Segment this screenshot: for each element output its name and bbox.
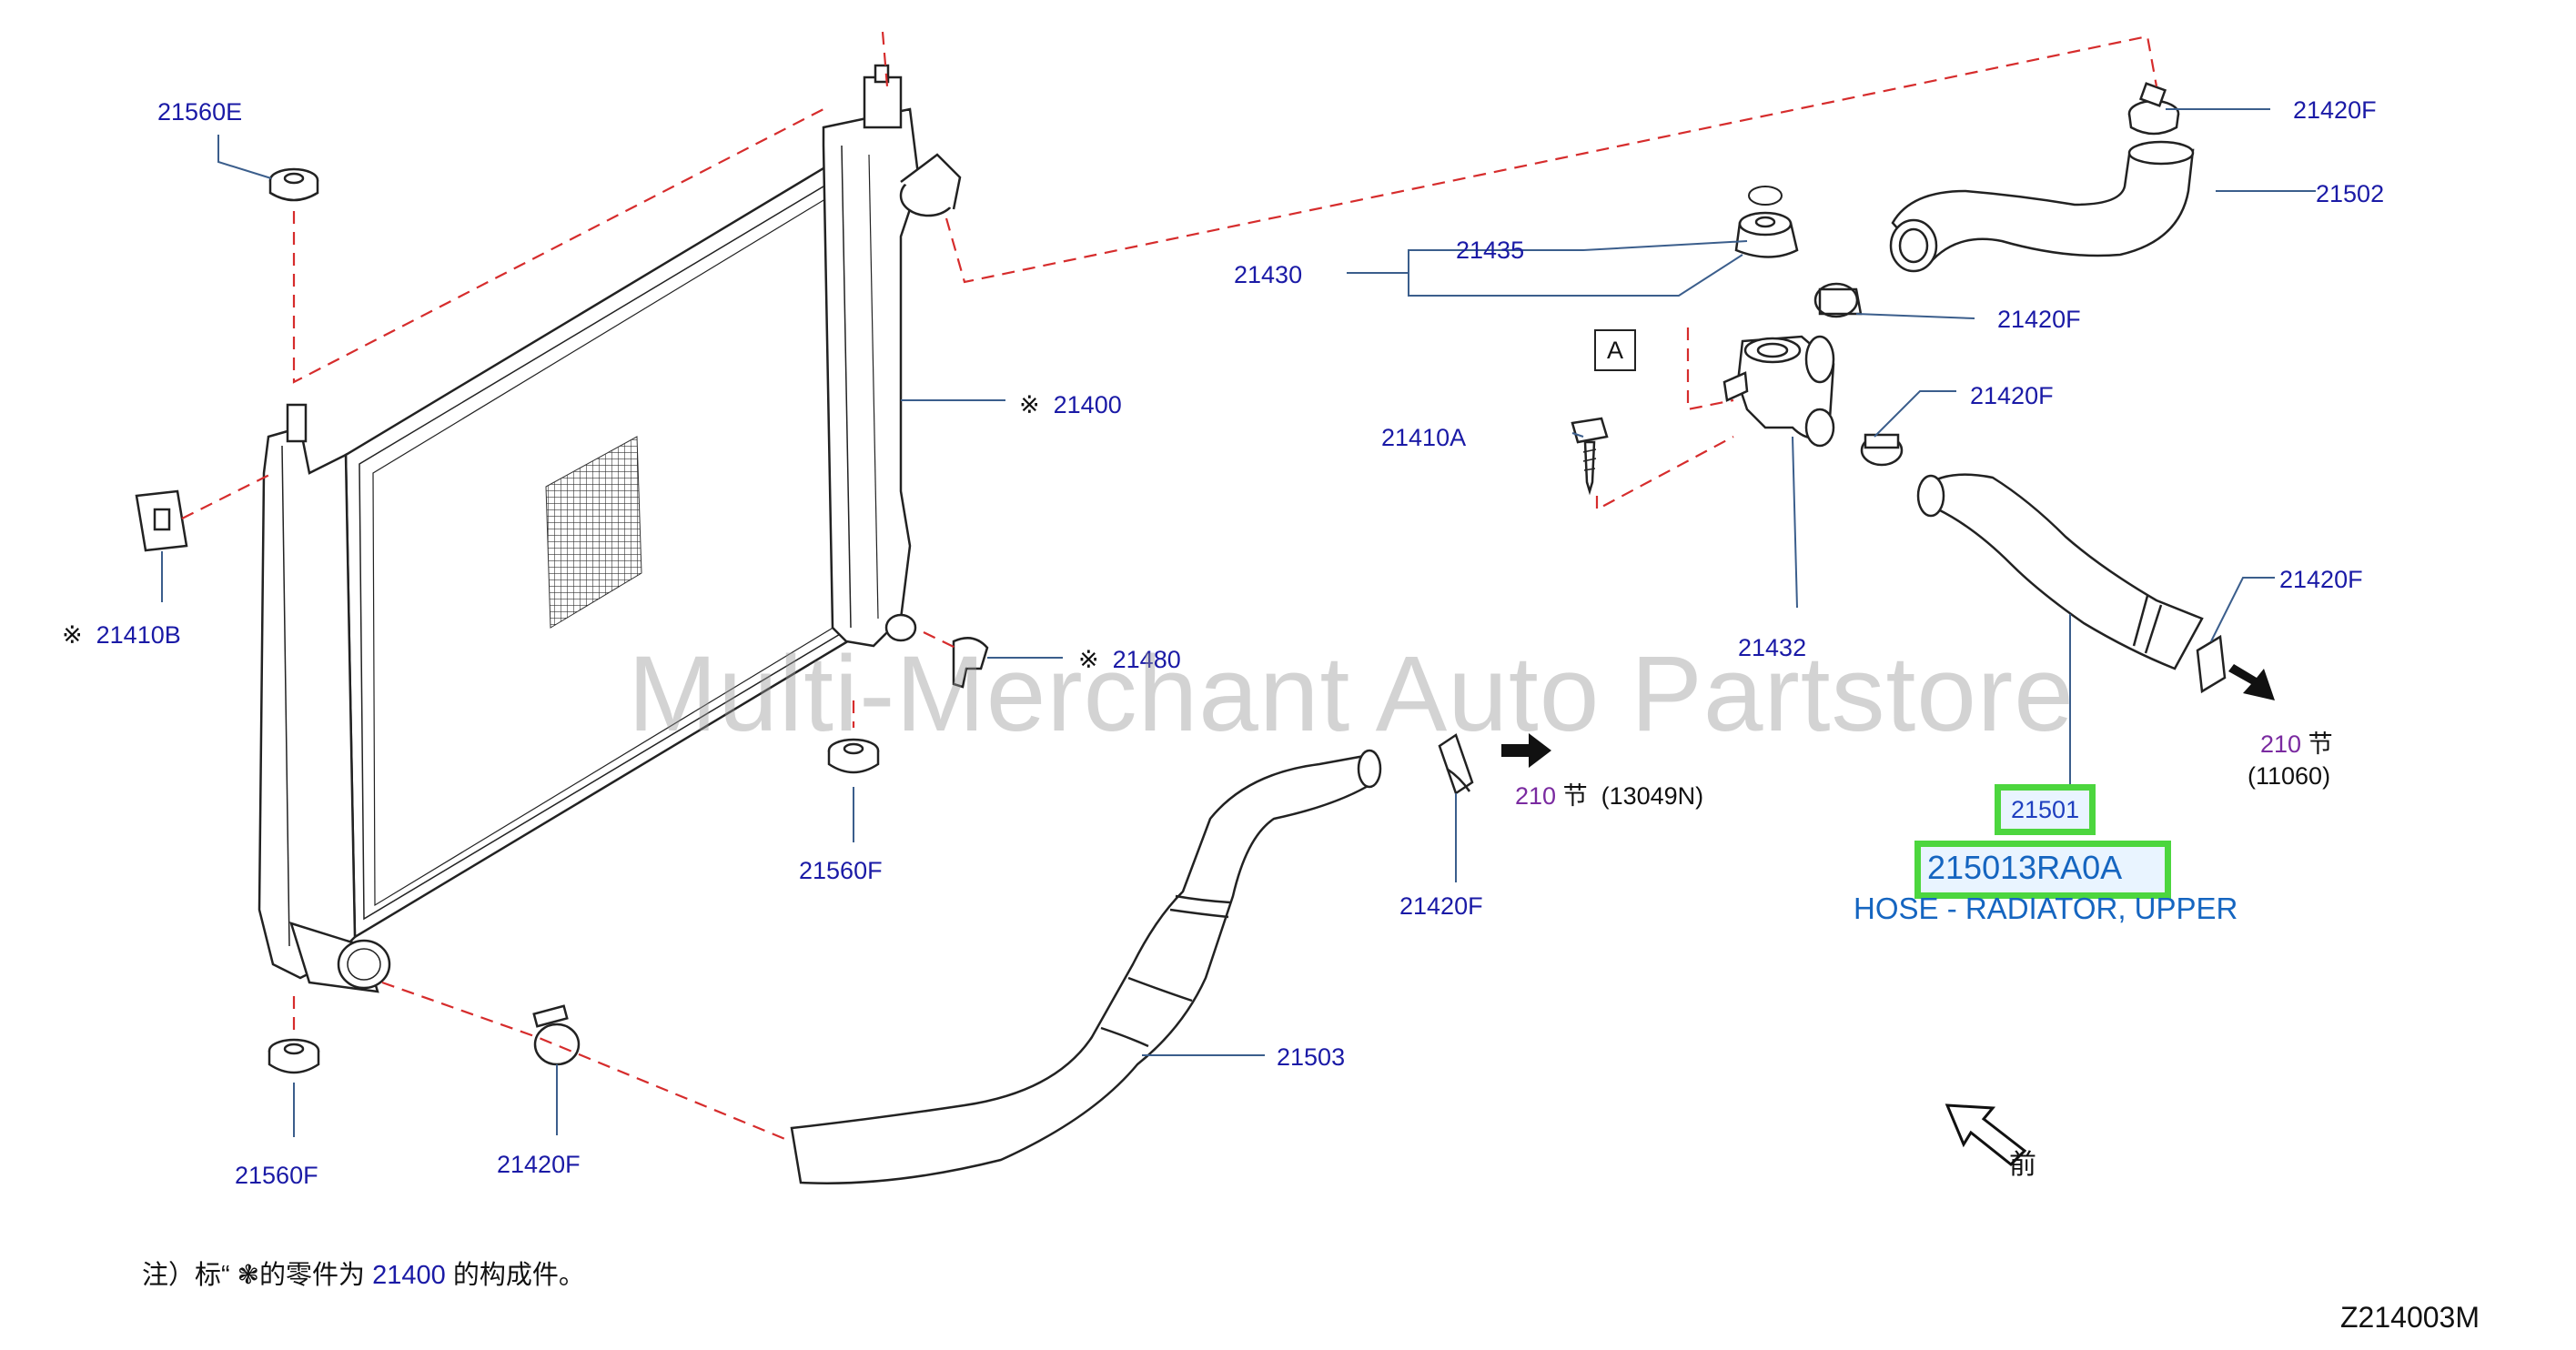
- label-21480-group[interactable]: ※ 21480: [1078, 646, 1181, 673]
- label-21502[interactable]: 21502: [2316, 180, 2385, 207]
- reference-box-a: A: [1594, 329, 1636, 371]
- diagram-code: Z214003M: [2340, 1301, 2480, 1334]
- label-21503[interactable]: 21503: [1277, 1043, 1346, 1071]
- label-21420f-top[interactable]: 21420F: [2293, 96, 2377, 124]
- clamp-21420f-2[interactable]: [1813, 282, 1863, 318]
- front-label: 前: [2009, 1150, 2036, 1180]
- label-21420f-bottom-left[interactable]: 21420F: [497, 1151, 581, 1178]
- dashed-lines: [181, 31, 2158, 1143]
- selected-part-highlight: [1995, 784, 2096, 835]
- selected-part-name: HOSE - RADIATOR, UPPER: [1854, 892, 2238, 925]
- bracket-21410b[interactable]: [135, 489, 188, 552]
- label-21420f-mid[interactable]: 21420F: [1399, 892, 1483, 920]
- label-21410b-group[interactable]: ※ 21410B: [62, 621, 181, 649]
- label-21400-group[interactable]: ※ 21400: [1019, 391, 1122, 418]
- radiator-mesh: [545, 436, 642, 629]
- label-21430[interactable]: 21430: [1234, 261, 1303, 288]
- footnote: 注）标“ ❃的零件为 21400 的构成件。: [142, 1254, 585, 1292]
- ref-left-section: 节: [1562, 782, 1588, 810]
- bolt-21410a[interactable]: [1571, 417, 1609, 496]
- label-21410b[interactable]: 21410B: [96, 621, 181, 649]
- asterisk-mark: ※: [1078, 646, 1099, 673]
- footnote-part[interactable]: 21400: [372, 1261, 446, 1290]
- selected-part-number[interactable]: 215013RA0A: [1927, 849, 2123, 886]
- filler-neck-21432[interactable]: [1722, 335, 1835, 448]
- label-21480[interactable]: 21480: [1112, 646, 1181, 673]
- hose-21502[interactable]: [1889, 140, 2195, 273]
- label-21435[interactable]: 21435: [1456, 237, 1525, 264]
- clamp-21420f-bottom-left[interactable]: [532, 1004, 581, 1066]
- front-arrow: [1945, 1103, 2027, 1167]
- ref-left-number: 210: [1515, 782, 1557, 810]
- hose-21501[interactable]: [1916, 473, 2204, 670]
- ref-right-code: (11060): [2248, 762, 2331, 790]
- footnote-symbol: ❃: [237, 1261, 260, 1290]
- ref-right[interactable]: 210 节: [2260, 730, 2333, 758]
- clamp-21420f-mid[interactable]: [1438, 733, 1474, 795]
- footnote-suffix: 的构成件。: [452, 1261, 585, 1290]
- label-21420f-4[interactable]: 21420F: [2279, 566, 2363, 593]
- cap-gasket-21435[interactable]: [1748, 186, 1783, 206]
- label-21501[interactable]: 21501: [2011, 796, 2080, 823]
- grommet-21560f-a[interactable]: [827, 738, 880, 774]
- label-21400[interactable]: 21400: [1053, 391, 1122, 418]
- cap-21430[interactable]: [1734, 211, 1799, 258]
- ref-right-section: 节: [2308, 730, 2333, 758]
- grommet-21560e[interactable]: [268, 167, 319, 202]
- arrow-left: [1501, 733, 1551, 768]
- label-21420f-3[interactable]: 21420F: [1970, 382, 2054, 409]
- asterisk-mark: ※: [1019, 391, 1040, 418]
- clamp-21420f-3[interactable]: [1860, 433, 1904, 467]
- leader-lines: [161, 108, 2316, 1137]
- label-21560f-a[interactable]: 21560F: [799, 857, 883, 884]
- label-21560e[interactable]: 21560E: [157, 98, 243, 126]
- watermark: Multi-Merchant Auto Partstore: [628, 634, 2075, 754]
- footnote-prefix: 注）标“: [142, 1261, 230, 1290]
- label-21410a[interactable]: 21410A: [1381, 424, 1467, 451]
- clamp-21420f-top[interactable]: [2127, 82, 2180, 136]
- ref-right-number: 210: [2260, 730, 2302, 758]
- label-21432[interactable]: 21432: [1738, 634, 1807, 661]
- label-21420f-2[interactable]: 21420F: [1997, 306, 2081, 333]
- footnote-middle: 的零件为: [259, 1261, 366, 1290]
- asterisk-mark: ※: [62, 621, 83, 649]
- ref-left-code: (13049N): [1601, 782, 1704, 810]
- ref-left[interactable]: 210 节 (13049N): [1515, 782, 1703, 810]
- hose-21503[interactable]: [790, 749, 1382, 1184]
- grommet-21560f-b[interactable]: [268, 1038, 320, 1074]
- label-21560f-b[interactable]: 21560F: [235, 1162, 318, 1189]
- clamp-21420f-4[interactable]: [2196, 634, 2227, 694]
- selected-part-number-highlight: [1914, 841, 2171, 899]
- arrow-right: [2228, 664, 2275, 700]
- clip-21480[interactable]: [952, 637, 989, 689]
